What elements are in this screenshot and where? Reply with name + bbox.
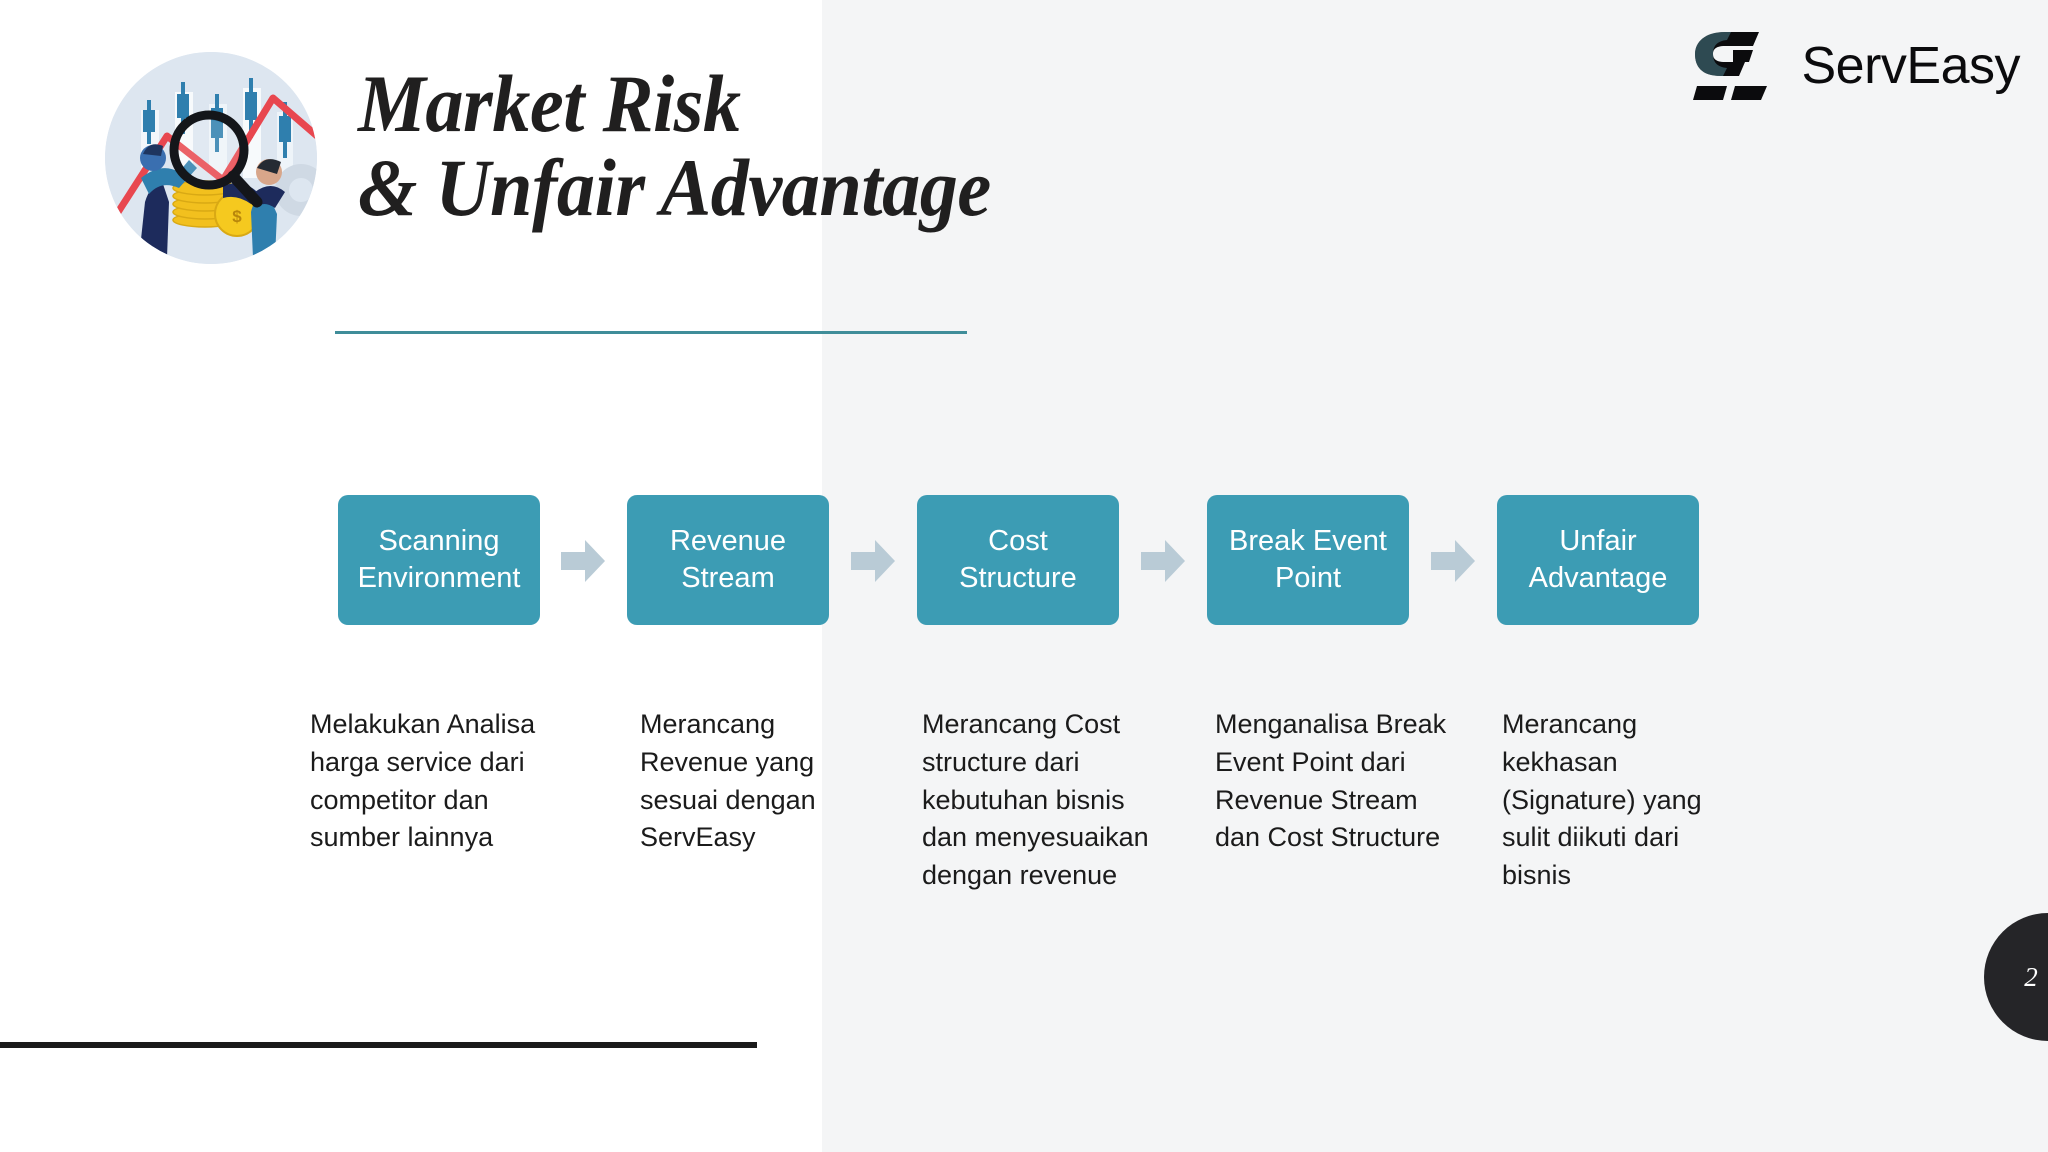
flow-step-label-4: Break Event Point bbox=[1229, 525, 1387, 594]
page-title: Market Risk & Unfair Advantage bbox=[358, 62, 1307, 229]
footer-divider bbox=[0, 1042, 757, 1048]
flow-step-box-1[interactable]: Scanning Environment bbox=[338, 495, 540, 625]
right-chevron-arrow-icon-1 bbox=[561, 540, 605, 582]
page-number: 2 bbox=[2024, 961, 2038, 992]
brand-logo: ServEasy bbox=[1687, 30, 2020, 102]
flow-step-description-3: Merancang Cost structure dari kebutuhan … bbox=[922, 709, 1149, 891]
flow-step-box-4[interactable]: Break Event Point bbox=[1207, 495, 1409, 625]
title-divider bbox=[335, 331, 967, 334]
flow-step-box-2[interactable]: Revenue Stream bbox=[627, 495, 829, 625]
flow-step-description-2: Merancang Revenue yang sesuai dengan Ser… bbox=[640, 709, 816, 853]
right-chevron-arrow-icon-3 bbox=[1141, 540, 1185, 582]
flow-step-label-3: Cost Structure bbox=[959, 525, 1077, 594]
flow-step-label-2: Revenue Stream bbox=[669, 525, 787, 594]
flow-step-description-4: Menganalisa Break Event Point dari Reven… bbox=[1215, 709, 1447, 853]
right-chevron-arrow-icon-4 bbox=[1431, 540, 1475, 582]
flow-step-box-5[interactable]: Unfair Advantage bbox=[1497, 495, 1699, 625]
flow-step-box-3[interactable]: Cost Structure bbox=[917, 495, 1119, 625]
page-title-line-2: & Unfair Advantage bbox=[358, 141, 991, 233]
flow-step-label-1: Scanning Environment bbox=[357, 525, 521, 594]
svg-text:$: $ bbox=[232, 207, 242, 226]
brand-name: ServEasy bbox=[1801, 37, 2020, 95]
flow-step-description-5: Merancang kekhasan (Signature) yang suli… bbox=[1502, 709, 1702, 891]
serveasy-monogram-icon bbox=[1693, 32, 1768, 100]
flow-step-description-1: Melakukan Analisa harga service dari com… bbox=[310, 709, 536, 853]
market-analysis-illustration-icon: $ bbox=[105, 52, 317, 264]
flow-step-label-5: Unfair Advantage bbox=[1528, 525, 1668, 594]
page-title-line-1: Market Risk bbox=[358, 58, 741, 149]
right-chevron-arrow-icon-2 bbox=[851, 540, 895, 582]
